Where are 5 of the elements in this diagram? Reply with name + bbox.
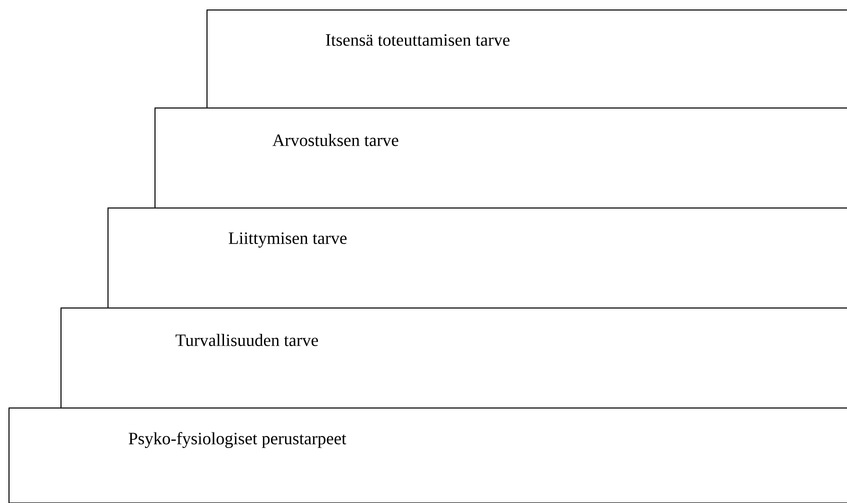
- step-box: Liittymisen tarve: [108, 208, 847, 308]
- step-box: Itsensä toteuttamisen tarve: [206, 10, 847, 108]
- step-box: Psyko-fysiologiset perustarpeet: [8, 408, 847, 503]
- step-box: Turvallisuuden tarve: [60, 308, 847, 408]
- step-box: Arvostuksen tarve: [154, 108, 847, 208]
